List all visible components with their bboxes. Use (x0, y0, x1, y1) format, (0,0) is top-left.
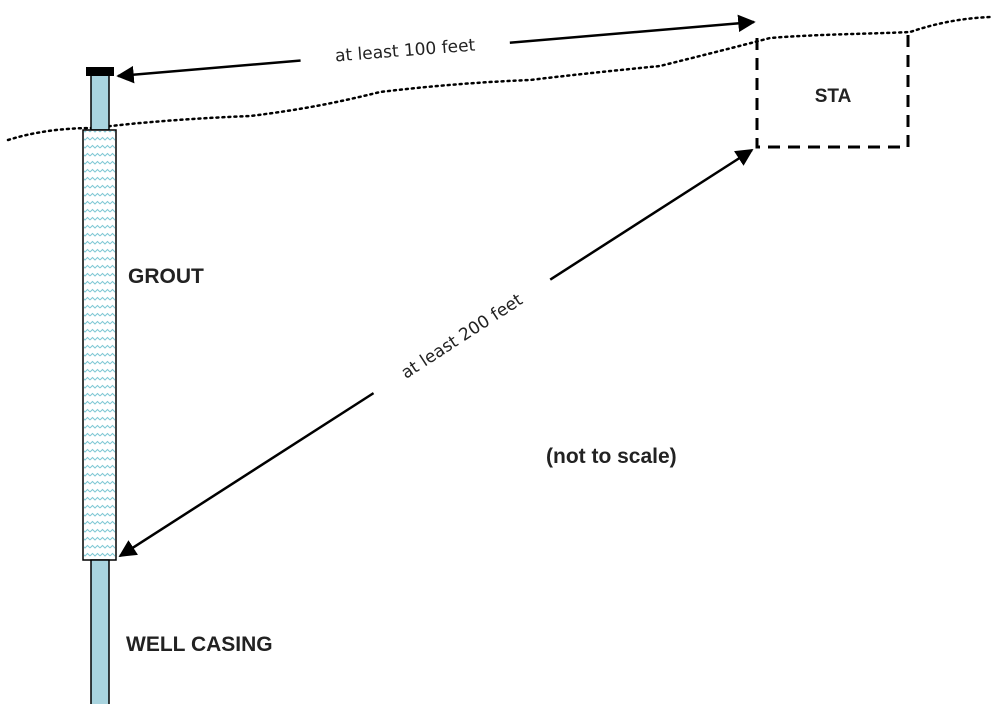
ground-surface-line (6, 15, 991, 142)
well-casing-lower (90, 559, 110, 704)
note-label: (not to scale) (546, 445, 677, 468)
well-casing-label: WELL CASING (126, 633, 273, 656)
grout-label: GROUT (128, 265, 204, 288)
dimension-label-diagonal-bg (363, 263, 559, 407)
sta-label: STA (815, 86, 852, 107)
sta-area-box (755, 32, 910, 149)
well-cap (86, 67, 114, 76)
dimension-label-top-bg (298, 23, 512, 75)
grout-pattern-fill (84, 131, 115, 559)
well-casing-upper (90, 73, 110, 131)
dimension-label-diagonal: at least 200 feet (398, 290, 527, 383)
